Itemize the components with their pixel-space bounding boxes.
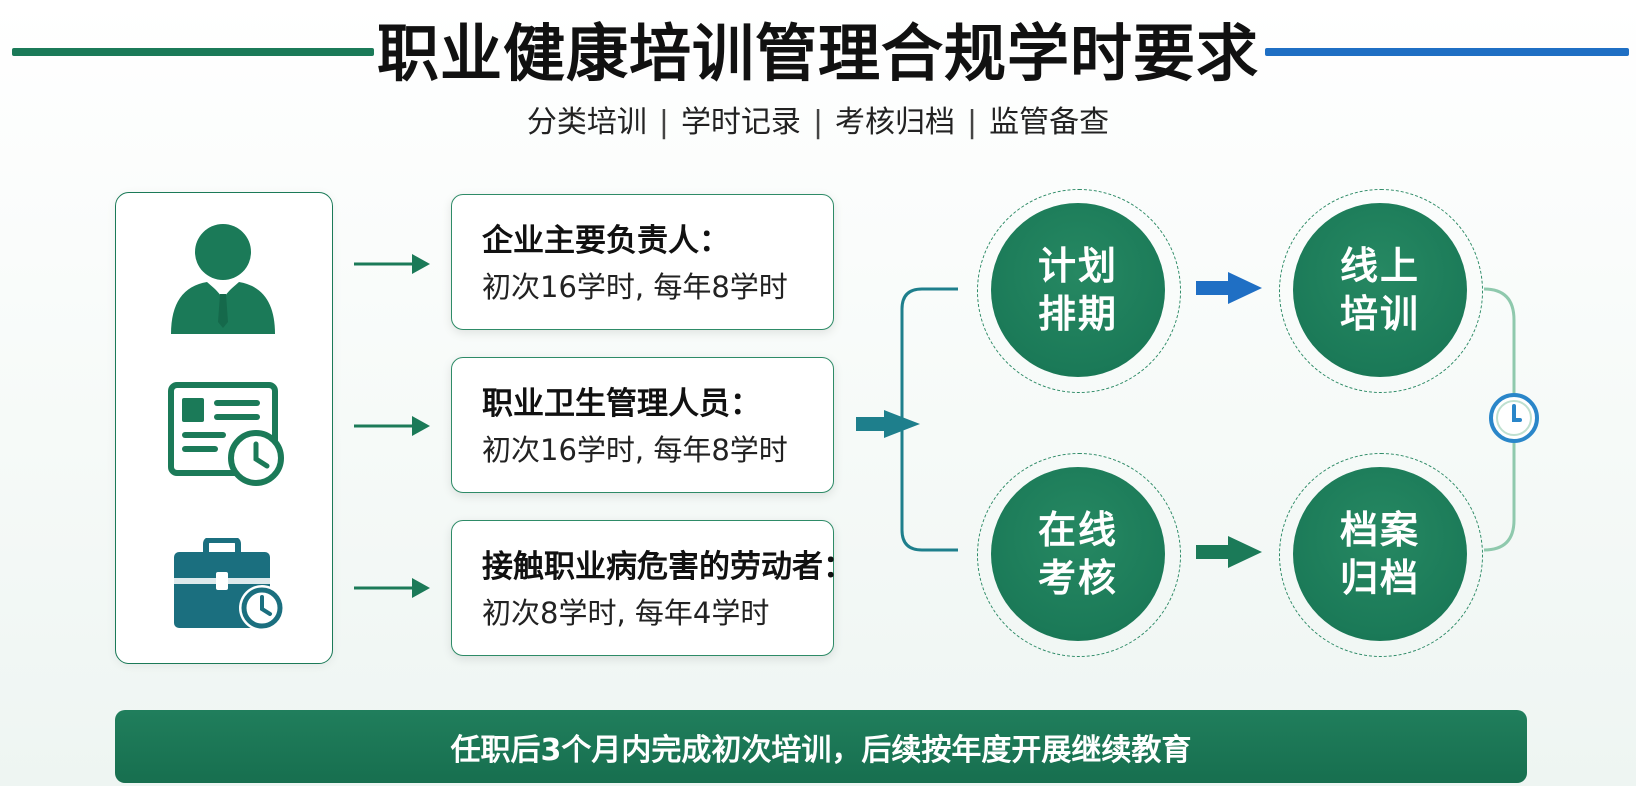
role-card-principal: 企业主要负责人： 初次16学时, 每年8学时	[451, 194, 834, 330]
arrow-right-icon	[1196, 272, 1262, 304]
role-name: 企业主要负责人：	[482, 223, 730, 259]
clock-icon	[1489, 393, 1539, 443]
step-ring	[977, 453, 1181, 657]
step-label: 线上培训	[1339, 244, 1420, 336]
step-ring	[977, 189, 1181, 393]
arrow-right-icon	[856, 410, 920, 438]
role-name: 职业卫生管理人员：	[482, 386, 761, 422]
title-rule-left	[12, 48, 374, 56]
arrow-right-icon	[354, 254, 430, 274]
subtitle-separator: |	[967, 105, 978, 140]
banner-text: 任职后3个月内完成初次培训，后续按年度开展继续教育	[450, 732, 1192, 768]
bracket-connector	[900, 287, 958, 552]
step-label: 计划排期	[1037, 244, 1118, 336]
subtitle-item-hour-records: 学时记录	[680, 105, 801, 140]
step-online-exam: 在线考核	[991, 467, 1165, 641]
role-card-manager: 职业卫生管理人员： 初次16学时, 每年8学时	[451, 357, 834, 493]
id-card-clock-icon	[168, 382, 284, 486]
arrow-right-icon	[354, 416, 430, 436]
subtitle: 分类培训 | 学时记录 | 考核归档 | 监管备查	[0, 100, 1636, 146]
step-label: 在线考核	[1037, 508, 1118, 600]
subtitle-item-assessment-archive: 考核归档	[835, 105, 956, 140]
subtitle-separator: |	[812, 105, 824, 140]
arrow-right-icon	[1196, 536, 1262, 568]
step-online-training: 线上培训	[1293, 203, 1467, 377]
step-archive: 档案归档	[1293, 467, 1467, 641]
subtitle-item-classified-training: 分类培训	[526, 105, 647, 140]
subtitle-item-regulatory-check: 监管备查	[989, 105, 1110, 140]
role-hours: 初次8学时, 每年4学时	[482, 596, 770, 630]
role-name: 接触职业病危害的劳动者：	[482, 549, 854, 585]
role-hours: 初次16学时, 每年8学时	[482, 433, 788, 467]
step-plan-schedule: 计划排期	[991, 203, 1165, 377]
arrow-right-icon	[354, 578, 430, 598]
step-ring	[1279, 189, 1483, 393]
step-ring	[1279, 453, 1483, 657]
role-hours: 初次16学时, 每年8学时	[482, 270, 788, 304]
briefcase-clock-icon	[174, 538, 285, 631]
step-label: 档案归档	[1339, 508, 1420, 600]
person-suit-icon	[171, 224, 275, 334]
requirement-banner: 任职后3个月内完成初次培训，后续按年度开展继续教育	[115, 710, 1527, 783]
role-card-worker: 接触职业病危害的劳动者： 初次8学时, 每年4学时	[451, 520, 854, 656]
subtitle-separator: |	[658, 105, 669, 140]
page-title: 职业健康培训管理合规学时要求	[376, 17, 1259, 90]
title-rule-right	[1265, 48, 1629, 56]
